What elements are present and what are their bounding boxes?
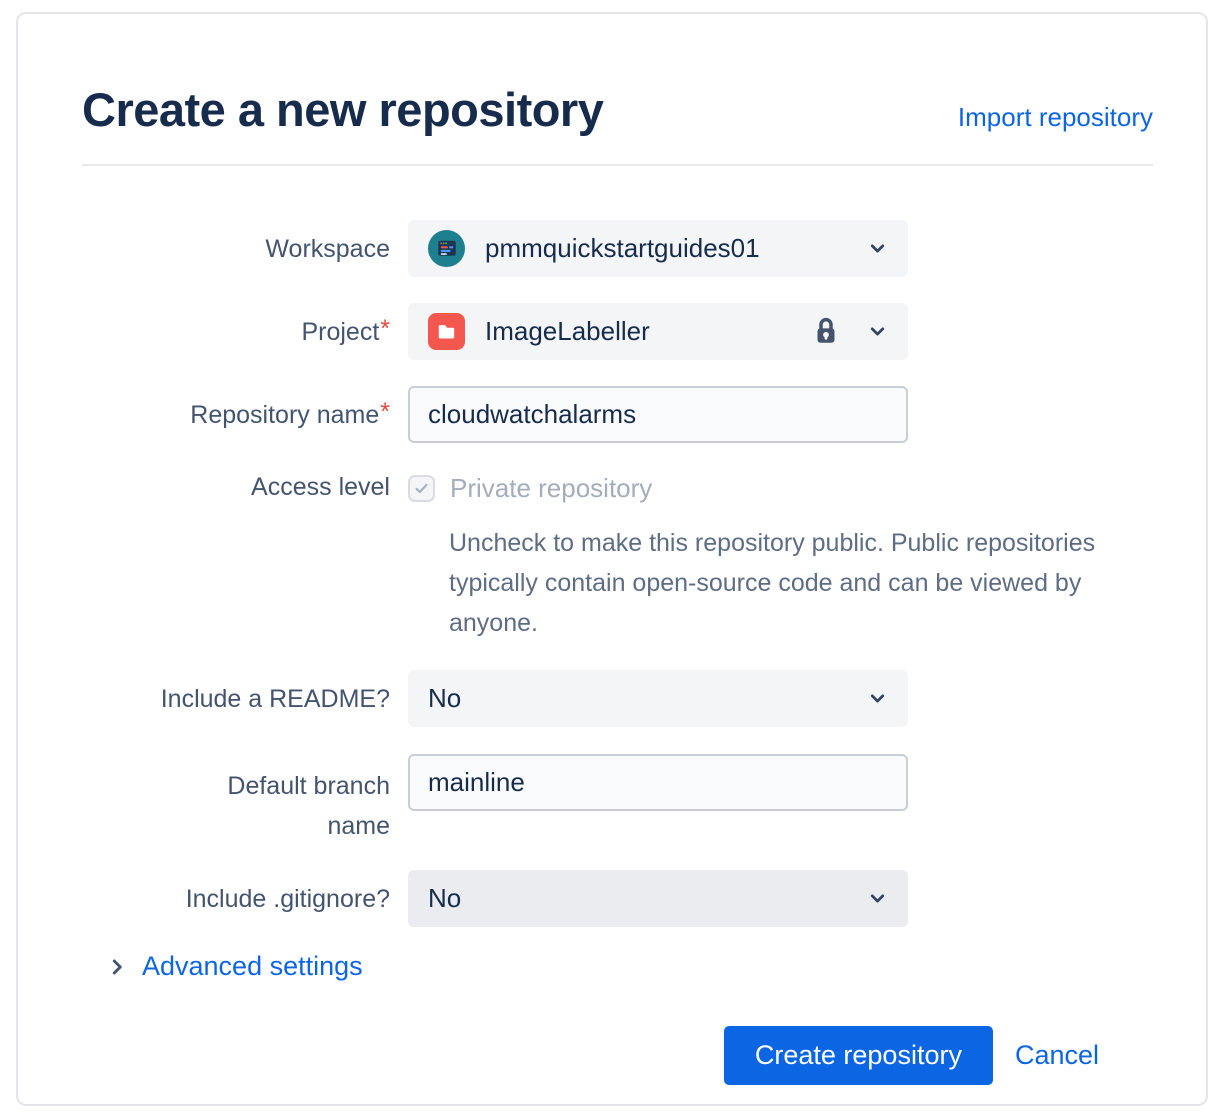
include-readme-row: Include a README? No (82, 670, 1153, 727)
checkmark-icon (413, 480, 430, 497)
access-level-help-text: Uncheck to make this repository public. … (449, 529, 1096, 637)
required-asterisk: * (380, 314, 390, 343)
project-row: Project* ImageLabeller (82, 303, 1153, 360)
chevron-down-icon (867, 688, 888, 709)
default-branch-input[interactable] (408, 754, 908, 811)
private-repository-label: Private repository (450, 473, 653, 503)
project-label: Project* (301, 314, 390, 346)
project-value: ImageLabeller (485, 316, 650, 346)
workspace-label: Workspace (265, 234, 390, 263)
cancel-button[interactable]: Cancel (1014, 1040, 1099, 1070)
required-asterisk: * (380, 397, 390, 426)
workspace-select[interactable]: pmmquickstartguides01 (408, 220, 908, 277)
workspace-avatar-icon (428, 230, 465, 267)
access-level-row: Access level Private repository Uncheck … (82, 473, 1153, 643)
workspace-row: Workspace (82, 220, 1153, 277)
repository-name-label: Repository name* (190, 397, 390, 429)
default-branch-label: Default branch name (227, 772, 390, 840)
chevron-down-icon (867, 888, 888, 909)
header-divider (82, 164, 1153, 166)
create-repository-dialog: Create a new repository Import repositor… (16, 12, 1208, 1106)
dialog-footer: Create repository Cancel (82, 1026, 1153, 1085)
repository-name-input[interactable] (408, 386, 908, 443)
advanced-settings-label: Advanced settings (142, 951, 363, 981)
chevron-right-icon (106, 956, 128, 978)
include-gitignore-label: Include .gitignore? (185, 884, 390, 913)
dialog-header: Create a new repository Import repositor… (82, 82, 1153, 137)
chevron-down-icon (867, 238, 888, 259)
create-repository-button[interactable]: Create repository (723, 1026, 993, 1085)
include-gitignore-row: Include .gitignore? No (82, 870, 1153, 927)
workspace-value: pmmquickstartguides01 (485, 233, 760, 263)
repository-name-row: Repository name* (82, 386, 1153, 443)
include-readme-label: Include a README? (160, 684, 390, 713)
chevron-down-icon (867, 321, 888, 342)
lock-icon (811, 315, 841, 348)
access-level-label: Access level (251, 473, 390, 501)
import-repository-link[interactable]: Import repository (957, 102, 1153, 132)
private-repository-checkbox[interactable] (408, 475, 435, 502)
project-folder-icon (428, 313, 465, 350)
project-select[interactable]: ImageLabeller (408, 303, 908, 360)
advanced-settings-toggle[interactable]: Advanced settings (106, 951, 1153, 982)
default-branch-row: Default branch name (82, 754, 1153, 846)
include-gitignore-value: No (428, 883, 462, 913)
include-gitignore-select[interactable]: No (408, 870, 908, 927)
page-title: Create a new repository (82, 83, 604, 136)
include-readme-value: No (428, 683, 462, 713)
include-readme-select[interactable]: No (408, 670, 908, 727)
